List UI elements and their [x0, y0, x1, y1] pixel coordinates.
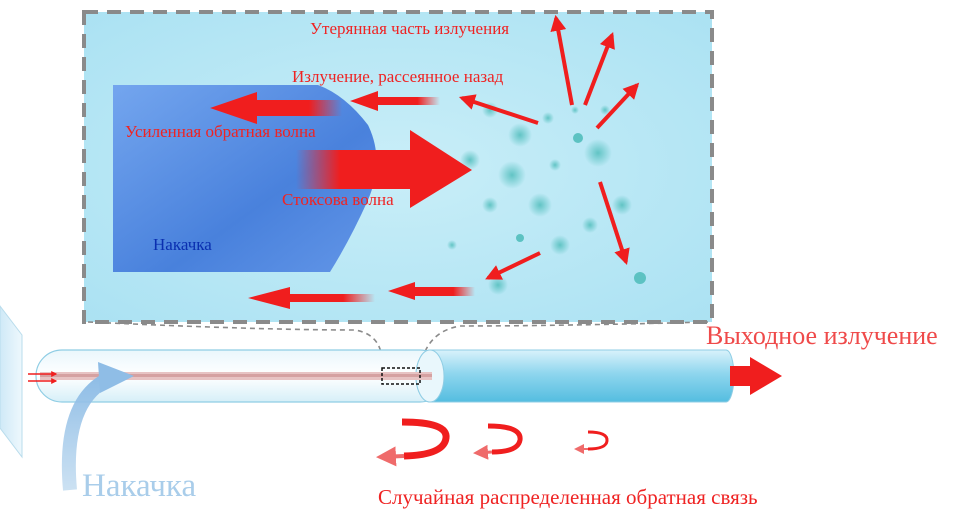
output-label: Выходное излучение	[706, 321, 938, 350]
backscatter-label: Излучение, рассеянное назад	[292, 67, 504, 86]
feedback-arrows	[376, 418, 609, 467]
stokes-wave-label: Стоксова волна	[282, 190, 394, 209]
random-feedback-label: Случайная распределенная обратная связь	[378, 485, 758, 509]
zoom-box	[381, 367, 421, 385]
backscatter-arrows-bottom	[248, 251, 541, 309]
pump-main-label: Накачка	[82, 468, 197, 504]
lost-radiation-arrows	[550, 14, 640, 266]
amplified-back-wave-arrow	[210, 92, 342, 124]
output-arrow	[730, 357, 782, 395]
lost-radiation-label: Утерянная часть излучения	[310, 19, 510, 38]
pump-inset-label: Накачка	[153, 235, 212, 254]
mirror	[0, 305, 23, 459]
input-arrows	[28, 371, 58, 384]
amplified-back-wave-label: Усиленная обратная волна	[125, 122, 316, 141]
backscatter-arrows-top	[350, 91, 539, 125]
fiber-output-section	[415, 349, 735, 403]
stokes-wave-arrow	[296, 130, 472, 208]
pump-region	[113, 85, 377, 272]
pump-arrow	[61, 362, 134, 491]
scattering-particles	[447, 102, 646, 295]
zoom-connector	[87, 321, 709, 371]
